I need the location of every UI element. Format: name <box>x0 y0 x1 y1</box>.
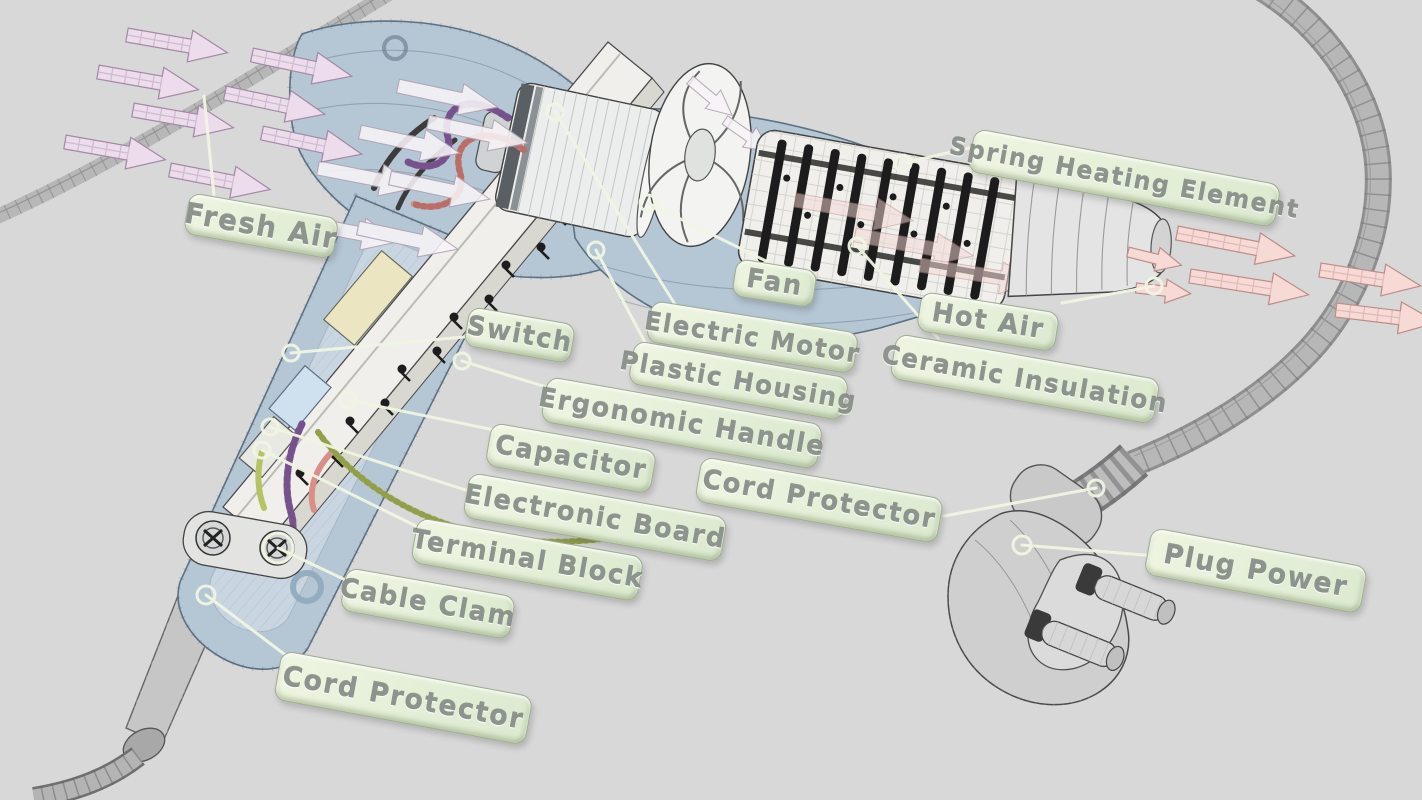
heat-gun-body <box>175 18 1011 672</box>
power-plug <box>947 464 1176 706</box>
plug-pins <box>1024 563 1176 672</box>
leader-lines <box>195 94 1164 662</box>
